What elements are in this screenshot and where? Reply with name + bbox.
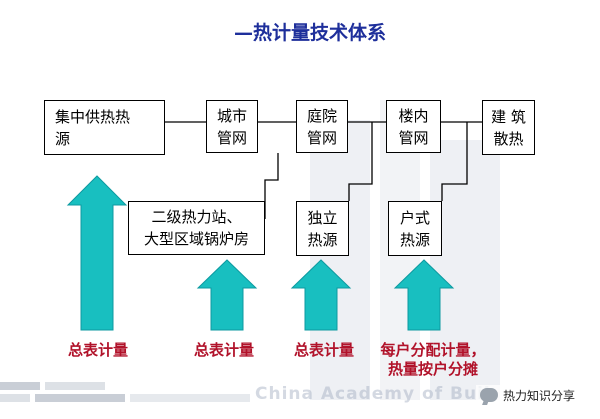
city-network-box: 城市 管网 [206,100,258,153]
meter-label-3: 总表计量 [293,341,354,359]
yard-network-box: 庭院 管网 [296,100,348,153]
arrow-up-4 [393,259,455,331]
independent-source-box: 独立 热源 [296,201,349,256]
background-stripe-decoration [0,378,250,408]
meter-label-1: 总表计量 [67,341,128,359]
watermark-text: China Academy of Buil [255,384,491,404]
meter-label-2: 总表计量 [193,341,254,359]
page-title: —热计量技术体系 [233,22,386,44]
household-source-box: 户式 热源 [388,201,442,256]
secondary-station-box: 二级热力站、 大型区域锅炉房 [128,201,265,255]
arrow-up-1 [66,175,128,331]
building-heat-box: 建 筑 散热 [482,100,535,155]
meter-label-4: 每户分配计量， 热量按户分摊 [380,341,486,378]
wechat-badge[interactable]: 热力知识分享 [476,385,580,405]
arrow-up-2 [196,259,258,331]
central-heat-source-box: 集中供热热 源 [44,100,165,155]
building-network-box: 楼内 管网 [386,100,441,153]
wechat-icon [480,388,498,402]
arrow-up-3 [290,259,352,331]
badge-label: 热力知识分享 [503,388,576,403]
